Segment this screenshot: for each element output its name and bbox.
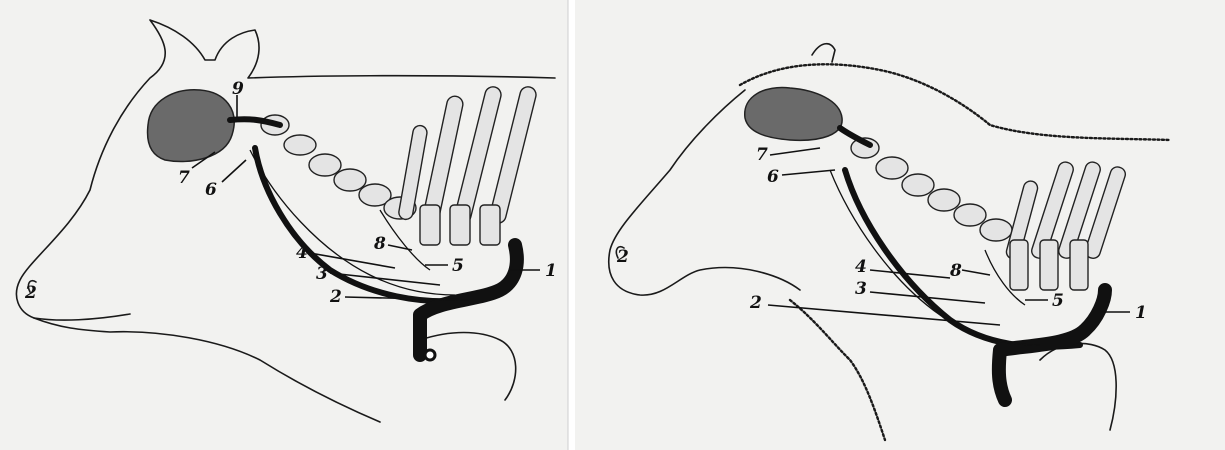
sheep-label-1: 1 <box>1135 303 1147 323</box>
sheep-label-7: 7 <box>756 145 768 165</box>
sheep-label-3: 3 <box>855 279 867 299</box>
cow-label-7: 7 <box>178 168 190 188</box>
sheep-label-2b: 2 <box>616 247 629 267</box>
cow-label-8: 8 <box>373 234 386 254</box>
sheep-figure: 7 6 4 3 8 2 5 1 2 <box>575 0 1225 450</box>
sheep-label-6: 6 <box>767 167 779 187</box>
cow-label-3: 3 <box>316 264 328 284</box>
cow-label-2a: 2 <box>329 287 342 307</box>
cow-cranial-gland <box>148 90 235 162</box>
sheep-label-5: 5 <box>1052 291 1064 311</box>
sheep-vertebral-bodies <box>1010 240 1088 290</box>
cow-label-4: 4 <box>296 243 308 263</box>
cow-figure: 9 7 6 4 3 2 8 5 1 2 <box>0 0 568 450</box>
sheep-label-4: 4 <box>855 257 867 277</box>
cow-label-6: 6 <box>205 180 217 200</box>
cow-label-2b: 2 <box>24 283 37 303</box>
sheep-panel-background <box>575 0 1225 450</box>
sheep-label-8: 8 <box>949 261 962 281</box>
sheep-label-2a: 2 <box>749 293 762 313</box>
cow-label-1: 1 <box>545 261 557 281</box>
cow-label-5: 5 <box>452 256 464 276</box>
cow-label-9: 9 <box>232 79 244 99</box>
cow-trunk-opening <box>425 350 435 360</box>
cow-vertebral-bodies <box>420 205 500 245</box>
